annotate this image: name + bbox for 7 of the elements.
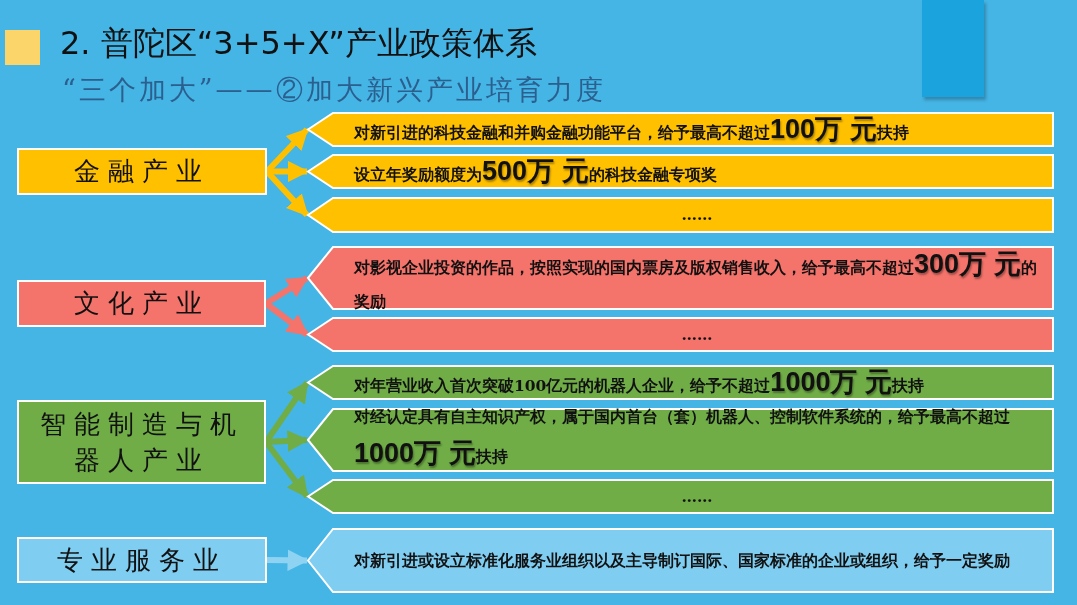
category-box: 金融产业 — [17, 148, 267, 195]
category-box: 智能制造与机器人产业 — [17, 400, 266, 484]
arrow — [266, 549, 310, 572]
category-box: 专业服务业 — [17, 537, 267, 583]
subtitle: “三个加大”——②加大新兴产业培育力度 — [62, 73, 606, 107]
slide-title: 2. 普陀区“3+5+X”产业政策体系 — [60, 23, 537, 64]
category-box: 文化产业 — [17, 280, 266, 327]
